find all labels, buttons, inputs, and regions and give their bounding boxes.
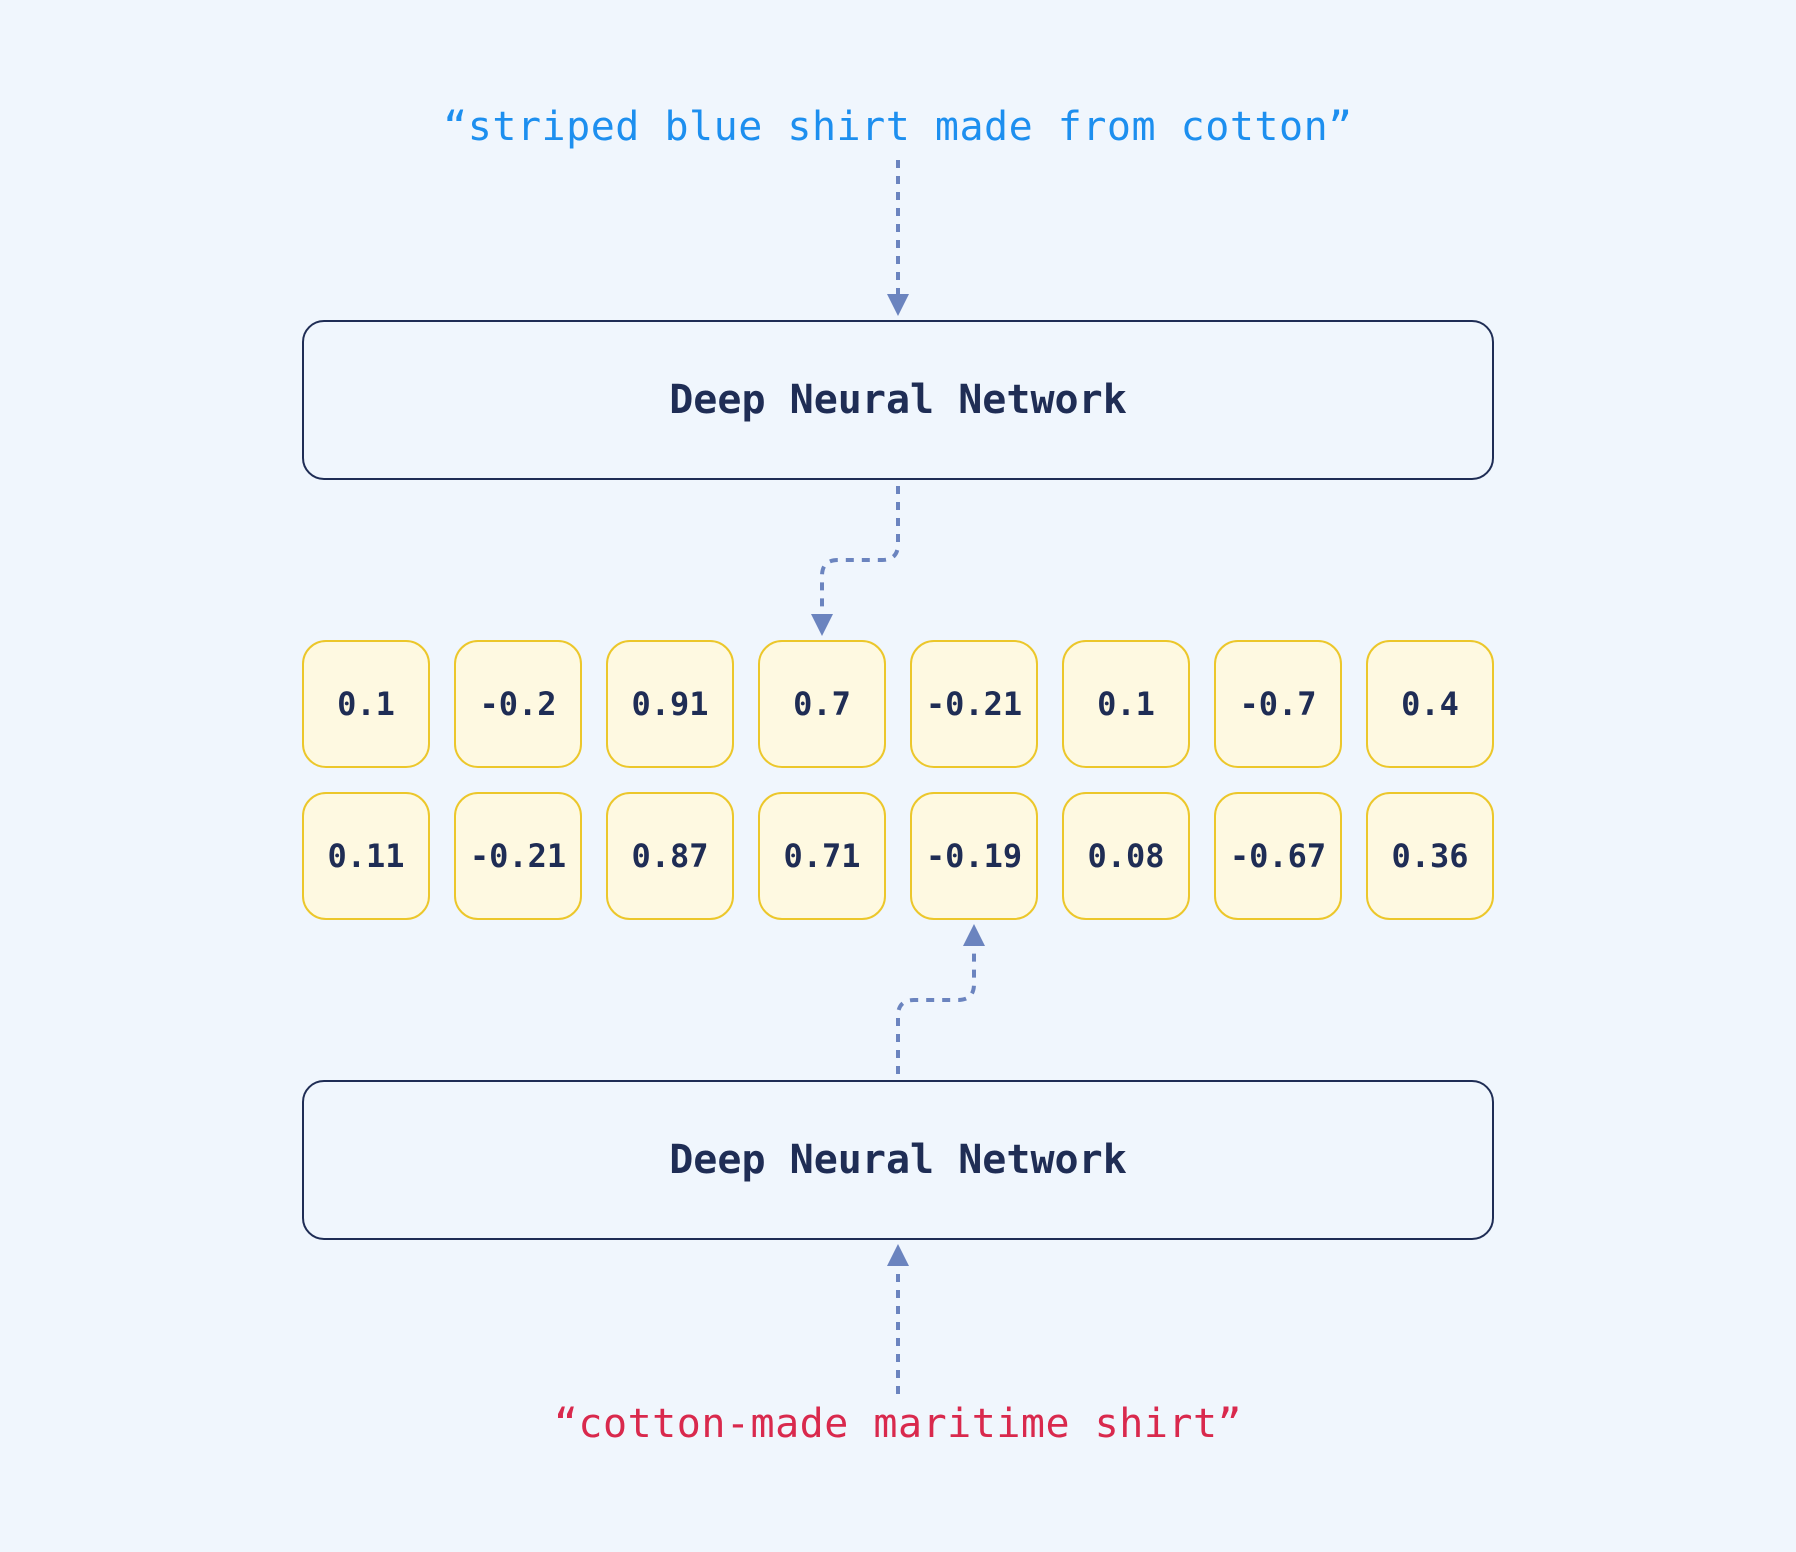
- top-vector-cell-7: -0.7: [1214, 640, 1342, 768]
- top-vector-cell-8: 0.4: [1366, 640, 1494, 768]
- top-query-text: “striped blue shirt made from cotton”: [443, 104, 1353, 150]
- bottom-vector-cell-8: 0.36: [1366, 792, 1494, 920]
- top-encoder-box: Deep Neural Network: [302, 320, 1494, 480]
- top-vector-cell-1: 0.1: [302, 640, 430, 768]
- arrow-top-encoder-to-embedding: [820, 486, 900, 618]
- top-vector-cell-5: -0.21: [910, 640, 1038, 768]
- bottom-vector-cell-4: 0.71: [758, 792, 886, 920]
- top-vector-cell-3: 0.91: [606, 640, 734, 768]
- bottom-query-text: “cotton-made maritime shirt”: [553, 1401, 1243, 1447]
- bottom-encoder-box: Deep Neural Network: [302, 1080, 1494, 1240]
- bottom-vector-cell-1: 0.11: [302, 792, 430, 920]
- top-vector-cell-6: 0.1: [1062, 640, 1190, 768]
- arrowhead-bottom-encoder: [887, 1244, 909, 1266]
- top-encoder-label: Deep Neural Network: [669, 377, 1127, 423]
- arrowhead-top-embedding: [811, 614, 833, 636]
- bottom-vector-cell-7: -0.67: [1214, 792, 1342, 920]
- bottom-vector-cell-2: -0.21: [454, 792, 582, 920]
- bottom-vector-cell-3: 0.87: [606, 792, 734, 920]
- top-vector-cell-4: 0.7: [758, 640, 886, 768]
- bottom-vector-cell-5: -0.19: [910, 792, 1038, 920]
- top-vector-cell-2: -0.2: [454, 640, 582, 768]
- bottom-vector-cell-6: 0.08: [1062, 792, 1190, 920]
- arrow-bottom-encoder-to-embedding: [896, 942, 976, 1074]
- arrowhead-top-encoder: [887, 294, 909, 316]
- bottom-encoder-label: Deep Neural Network: [669, 1137, 1127, 1183]
- arrowhead-bottom-embedding: [963, 924, 985, 946]
